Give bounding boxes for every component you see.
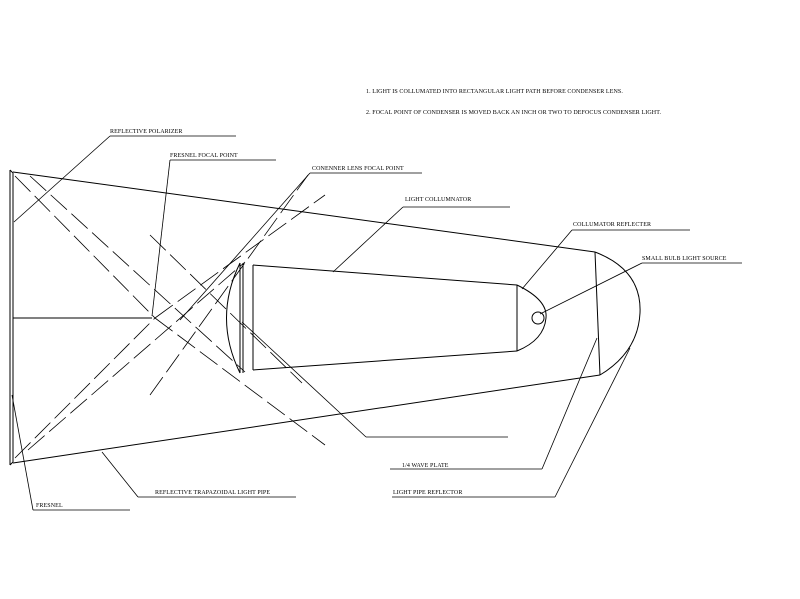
light-pipe-reflector: [594, 251, 601, 376]
note-1: 1. LIGHT IS COLLUMATED INTO RECTANGULAR …: [366, 89, 623, 95]
condenser-lens: [226, 262, 244, 374]
svg-text:REFLECTIVE POLARIZER: REFLECTIVE POLARIZER: [110, 129, 183, 135]
svg-text:LIGHT COLLUMNATOR: LIGHT COLLUMNATOR: [405, 197, 471, 203]
label-fresnel-focal-point: FRESNEL FOCAL POINT: [151, 153, 276, 317]
label-collumator-reflector: COLLUMATOR REFLECTER: [521, 222, 690, 290]
label-quarter-wave-plate: 1/4 WAVE PLATE: [241, 321, 598, 470]
light-collumnator: [252, 264, 518, 371]
note-2: 2. FOCAL POINT OF CONDENSER IS MOVED BAC…: [366, 110, 662, 116]
svg-text:COLLUMATOR REFLECTER: COLLUMATOR REFLECTER: [573, 222, 651, 228]
label-condenser-focal-point: CONENNER LENS FOCAL POINT: [179, 166, 422, 321]
label-light-pipe-reflector: LIGHT PIPE REFLECTOR: [392, 347, 631, 498]
light-rays: [14, 174, 326, 459]
label-light-collumnator: LIGHT COLLUMNATOR: [332, 197, 510, 273]
label-reflective-polarizer: REFLECTIVE POLARIZER: [13, 129, 236, 223]
svg-text:FRESNEL FOCAL POINT: FRESNEL FOCAL POINT: [170, 153, 238, 159]
label-fresnel: FRESNEL: [11, 394, 130, 511]
svg-text:SMALL BULB LIGHT SOURCE: SMALL BULB LIGHT SOURCE: [642, 256, 727, 262]
svg-text:CONENNER LENS FOCAL POINT: CONENNER LENS FOCAL POINT: [312, 166, 404, 172]
svg-text:REFLECTIVE TRAPAZOIDAL LIGHT P: REFLECTIVE TRAPAZOIDAL LIGHT PIPE: [155, 490, 270, 496]
collumator-reflector: [516, 284, 547, 352]
svg-text:LIGHT PIPE REFLECTOR: LIGHT PIPE REFLECTOR: [393, 490, 462, 496]
svg-text:1/4 WAVE PLATE: 1/4 WAVE PLATE: [402, 463, 449, 469]
small-bulb: [531, 311, 545, 325]
trapezoidal-light-pipe: [12, 171, 641, 464]
svg-text:FRESNEL: FRESNEL: [36, 503, 63, 509]
fresnel-plate: [9, 169, 14, 466]
label-small-bulb-light-source: SMALL BULB LIGHT SOURCE: [539, 256, 742, 315]
label-reflective-trapezoidal-light-pipe: REFLECTIVE TRAPAZOIDAL LIGHT PIPE: [101, 451, 296, 498]
